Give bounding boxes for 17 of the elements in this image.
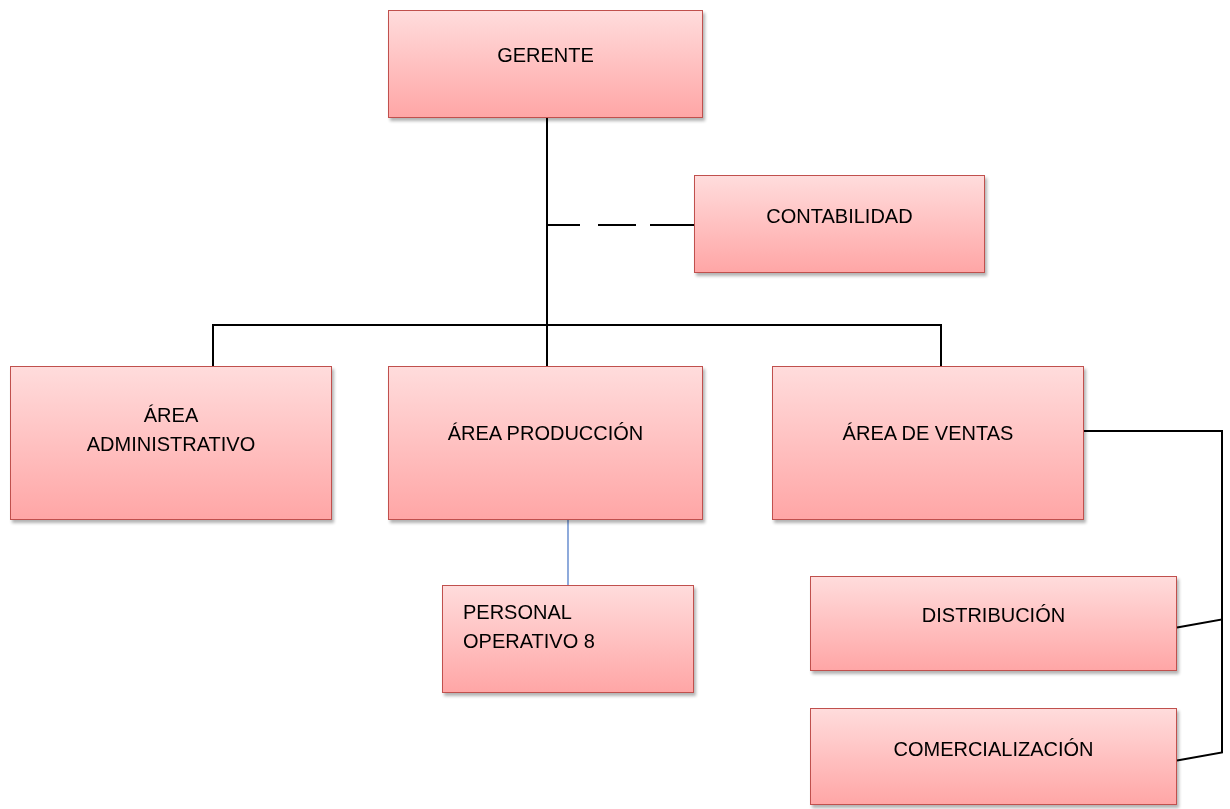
org-box: [442, 585, 694, 693]
org-box: [388, 366, 703, 520]
org-box: [694, 175, 985, 273]
org-box: [810, 708, 1177, 805]
box-label: COMERCIALIZACIÓN: [893, 737, 1094, 762]
org-box: [10, 366, 332, 520]
box-label: ÁREA ADMINISTRATIVO: [85, 403, 257, 457]
box-label: GERENTE: [497, 43, 594, 68]
org-box: [772, 366, 1084, 520]
box-label: ÁREA PRODUCCIÓN: [447, 421, 644, 446]
org-box: [388, 10, 703, 118]
org-box: [810, 576, 1177, 671]
connector-line: [567, 519, 569, 586]
box-label: PERSONAL OPERATIVO 8: [463, 600, 596, 654]
box-label: CONTABILIDAD: [766, 204, 913, 229]
box-label: ÁREA DE VENTAS: [842, 421, 1014, 446]
box-label: DISTRIBUCIÓN: [921, 603, 1066, 628]
